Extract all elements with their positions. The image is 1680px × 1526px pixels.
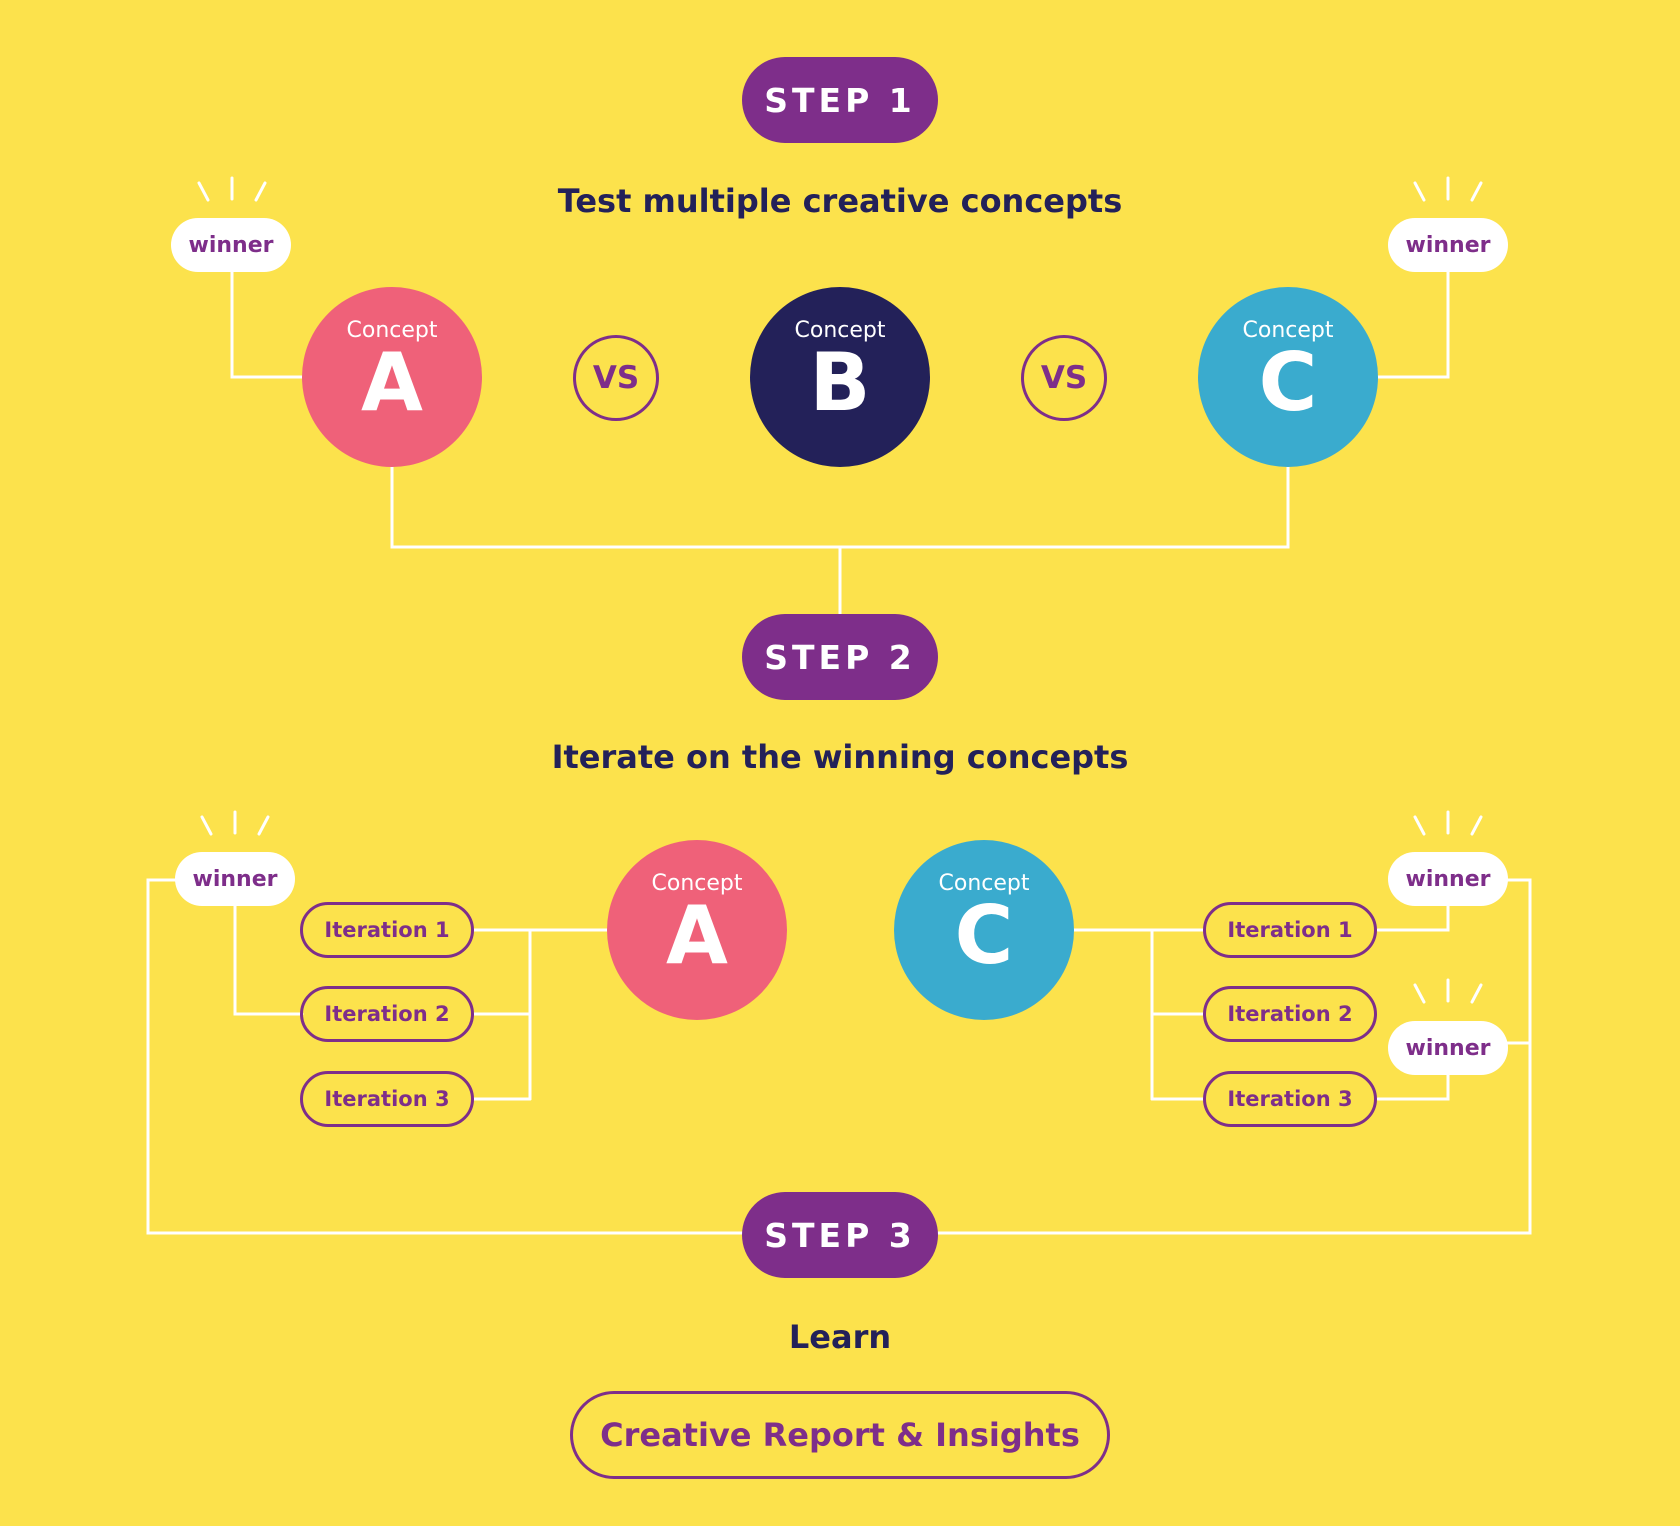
sparkle-icon xyxy=(197,176,267,202)
right-iteration-3: Iteration 3 xyxy=(1203,1071,1377,1127)
step-2-concept-a-circle: Concept A xyxy=(607,840,787,1020)
step-1-heading: Test multiple creative concepts xyxy=(557,182,1123,220)
vs-badge: VS xyxy=(573,335,659,421)
creative-report-pill: Creative Report & Insights xyxy=(570,1391,1110,1479)
concept-letter: B xyxy=(809,335,871,429)
right-iteration-1: Iteration 1 xyxy=(1203,902,1377,958)
winner-badge-a: winner xyxy=(171,218,291,272)
concept-label: Concept xyxy=(938,870,1030,896)
left-iteration-1: Iteration 1 xyxy=(300,902,474,958)
concept-a-circle: Concept A xyxy=(302,287,482,467)
concept-letter: A xyxy=(361,335,423,429)
step-3-heading: Learn xyxy=(788,1318,892,1356)
sparkle-icon xyxy=(1413,978,1483,1004)
concept-letter: C xyxy=(1258,335,1318,429)
connector-loop-left xyxy=(146,878,744,1235)
connector-winner-a xyxy=(230,270,304,379)
concept-letter: A xyxy=(666,888,728,982)
step-1-badge: STEP 1 xyxy=(742,57,938,143)
concept-label: Concept xyxy=(794,317,886,343)
concept-label: Concept xyxy=(346,317,438,343)
concept-c-circle: Concept C xyxy=(1198,287,1378,467)
left-iteration-2: Iteration 2 xyxy=(300,986,474,1042)
step-2-badge: STEP 2 xyxy=(742,614,938,700)
sparkle-icon xyxy=(200,810,270,836)
winner-badge: winner xyxy=(1388,1021,1508,1075)
step-2-concept-c-circle: Concept C xyxy=(894,840,1074,1020)
winner-badge-c: winner xyxy=(1388,218,1508,272)
vs-badge: VS xyxy=(1021,335,1107,421)
sparkle-icon xyxy=(1413,176,1483,202)
step-3-badge: STEP 3 xyxy=(742,1192,938,1278)
step-2-heading: Iterate on the winning concepts xyxy=(551,738,1129,776)
connector-loop-right xyxy=(936,878,1532,1235)
left-iteration-3: Iteration 3 xyxy=(300,1071,474,1127)
connector-winner-c xyxy=(1376,270,1450,379)
winner-badge: winner xyxy=(1388,852,1508,906)
concept-label: Concept xyxy=(1242,317,1334,343)
right-iteration-2: Iteration 2 xyxy=(1203,986,1377,1042)
concept-label: Concept xyxy=(651,870,743,896)
sparkle-icon xyxy=(1413,810,1483,836)
concept-letter: C xyxy=(954,888,1014,982)
winner-badge: winner xyxy=(175,852,295,906)
connector-step1-bracket xyxy=(390,465,1290,549)
concept-b-circle: Concept B xyxy=(750,287,930,467)
